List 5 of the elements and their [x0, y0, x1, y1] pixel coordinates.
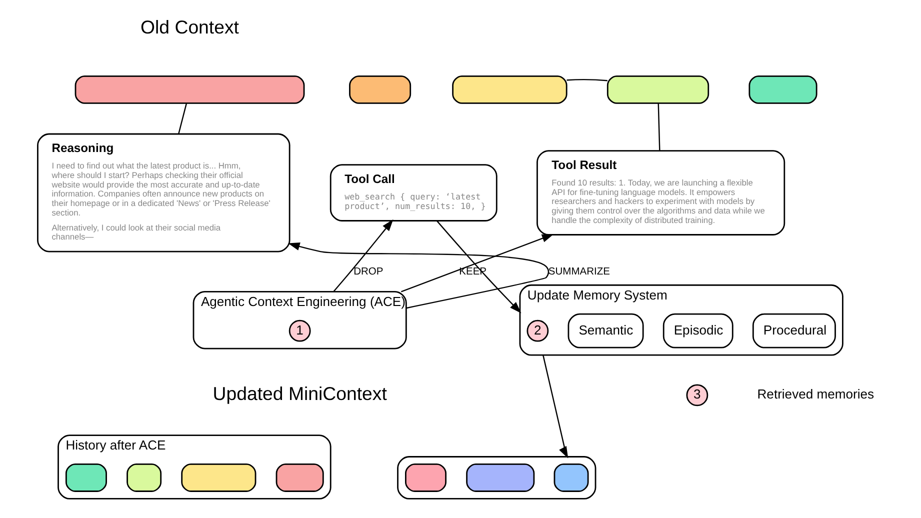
- label: Updated MiniContext: [212, 382, 387, 404]
- edge-label: SUMMARIZE: [548, 266, 610, 278]
- label: Old Context: [140, 16, 239, 38]
- node-label: Retrieved memories: [757, 386, 874, 402]
- edge-label: DROP: [354, 266, 384, 278]
